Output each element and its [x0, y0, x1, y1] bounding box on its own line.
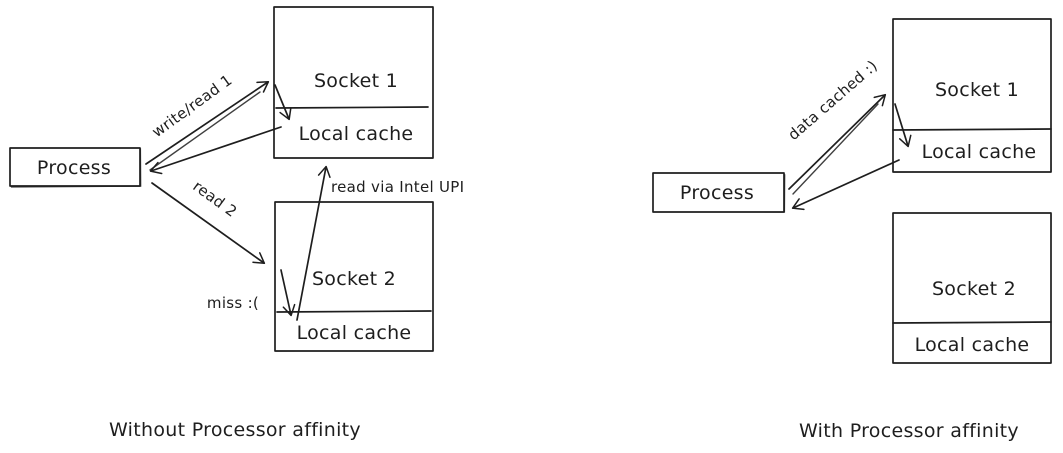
left-socket2-box: [274, 201, 434, 352]
arrow-process-to-socket1: [145, 80, 270, 165]
left-caption: Without Processor affinity: [109, 419, 361, 441]
left-socket1-box: [273, 6, 434, 159]
label-read-via-upi: read via Intel UPI: [331, 178, 464, 196]
right-socket1-box: [892, 18, 1052, 173]
arrow-process-to-socket1-sketch: [149, 91, 261, 171]
right-socket2-divider: [892, 321, 1052, 324]
right-socket2-title: Socket 2: [932, 278, 1016, 300]
right-socket2-box: [892, 212, 1052, 364]
right-socket1-cache-label: Local cache: [922, 141, 1037, 163]
right-diagram: Process Socket 1 Local cache Socket 2 Lo…: [652, 18, 1052, 442]
right-socket1-divider: [892, 128, 1052, 131]
left-socket2-divider: [276, 310, 432, 313]
arrow-read-via-upi: [296, 165, 331, 321]
left-socket2-title: Socket 2: [312, 268, 396, 290]
right-caption: With Processor affinity: [799, 420, 1019, 442]
arrow-process-to-socket1-right: [788, 93, 887, 190]
left-socket2-cache-label: Local cache: [297, 322, 412, 344]
label-data-cached: data cached :): [784, 57, 881, 144]
left-process-label: Process: [37, 157, 111, 179]
left-socket1-title: Socket 1: [314, 70, 398, 92]
right-process-box: [652, 172, 785, 213]
right-process-label: Process: [680, 182, 754, 204]
arrow-process-to-socket1-right-sketch: [792, 103, 879, 195]
arrow-socket2-miss-to-cache: [280, 269, 296, 317]
arrow-cache1-to-process: [149, 126, 282, 175]
label-miss: miss :(: [207, 294, 259, 312]
arrow-cache1-to-process-right: [791, 159, 900, 211]
right-socket1-title: Socket 1: [935, 79, 1019, 101]
label-write-read-1: write/read 1: [149, 71, 236, 141]
left-socket1-cache-label: Local cache: [299, 123, 414, 145]
arrow-process-to-socket2: [151, 182, 266, 265]
arrow-socket1-to-cache: [274, 84, 292, 121]
left-socket1-divider: [275, 106, 429, 109]
left-diagram: Process Socket 1 Local cache Socket 2 Lo…: [9, 6, 464, 441]
right-socket2-cache-label: Local cache: [915, 334, 1030, 356]
left-process-box: [9, 147, 141, 187]
arrow-socket1-to-cache-right: [894, 103, 912, 148]
